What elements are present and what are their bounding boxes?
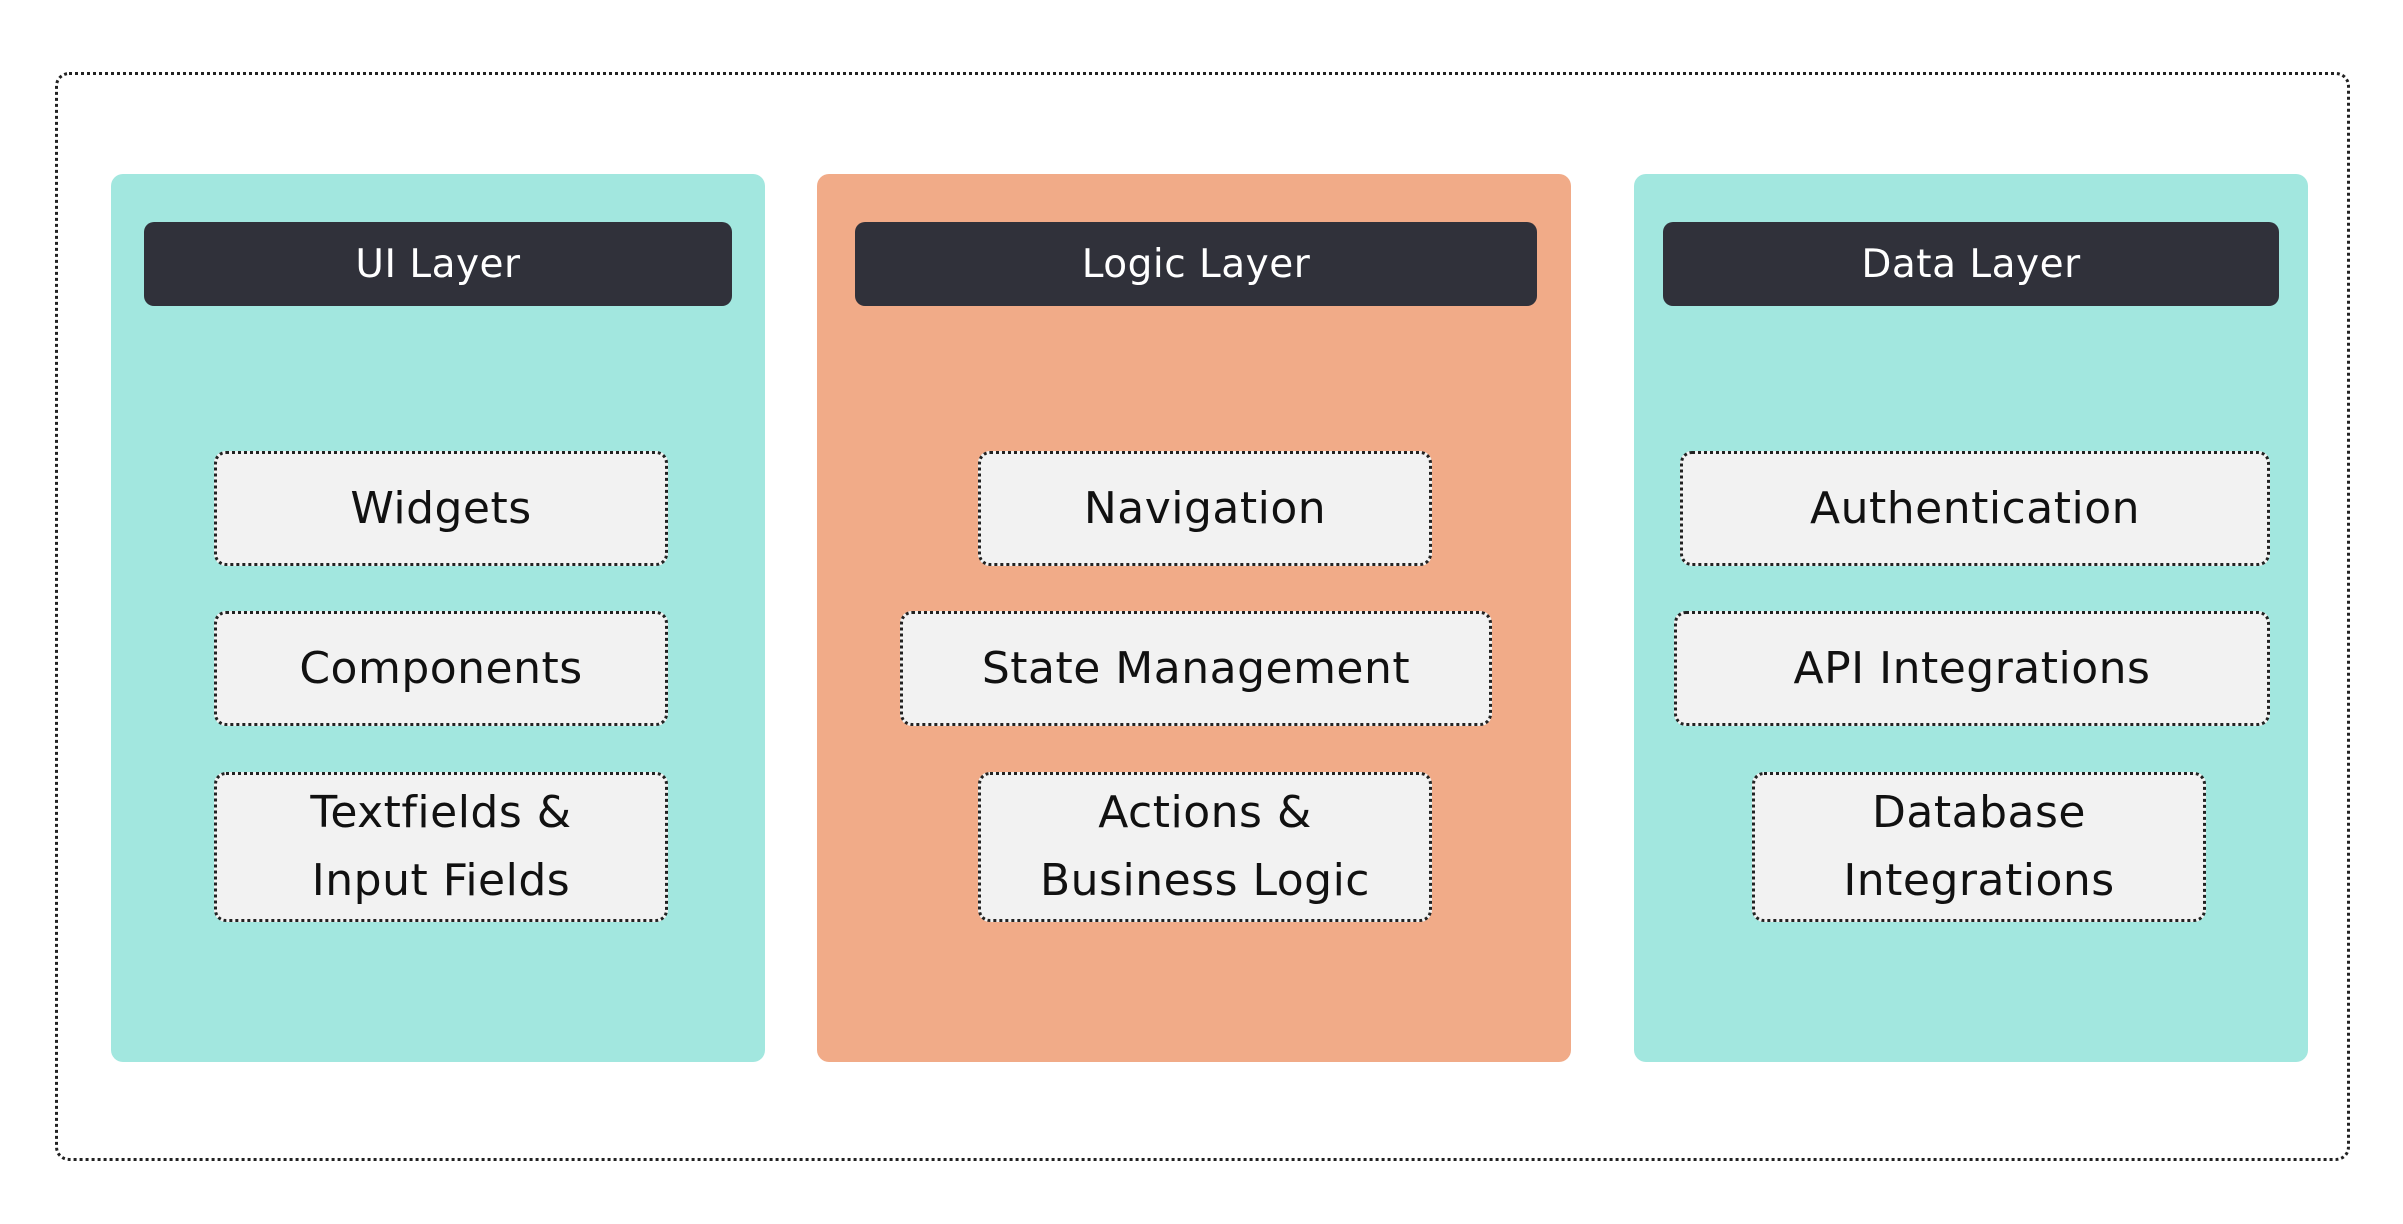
logic-item-navigation: Navigation [978,451,1432,566]
ui-item-widgets: Widgets [214,451,668,566]
data-item-authentication: Authentication [1680,451,2270,566]
data-layer-title: Data Layer [1663,222,2279,306]
logic-layer-panel: Logic Layer Navigation State Management … [817,174,1571,1062]
ui-layer-title: UI Layer [144,222,732,306]
data-layer-panel: Data Layer Authentication API Integratio… [1634,174,2308,1062]
data-item-api-integrations: API Integrations [1674,611,2270,726]
ui-item-components: Components [214,611,668,726]
data-item-database-integrations: Database Integrations [1752,772,2206,922]
ui-item-textfields: Textfields & Input Fields [214,772,668,922]
architecture-frame [55,72,2350,1161]
logic-item-actions: Actions & Business Logic [978,772,1432,922]
logic-layer-title: Logic Layer [855,222,1537,306]
logic-item-state-management: State Management [900,611,1492,726]
ui-layer-panel: UI Layer Widgets Components Textfields &… [111,174,765,1062]
